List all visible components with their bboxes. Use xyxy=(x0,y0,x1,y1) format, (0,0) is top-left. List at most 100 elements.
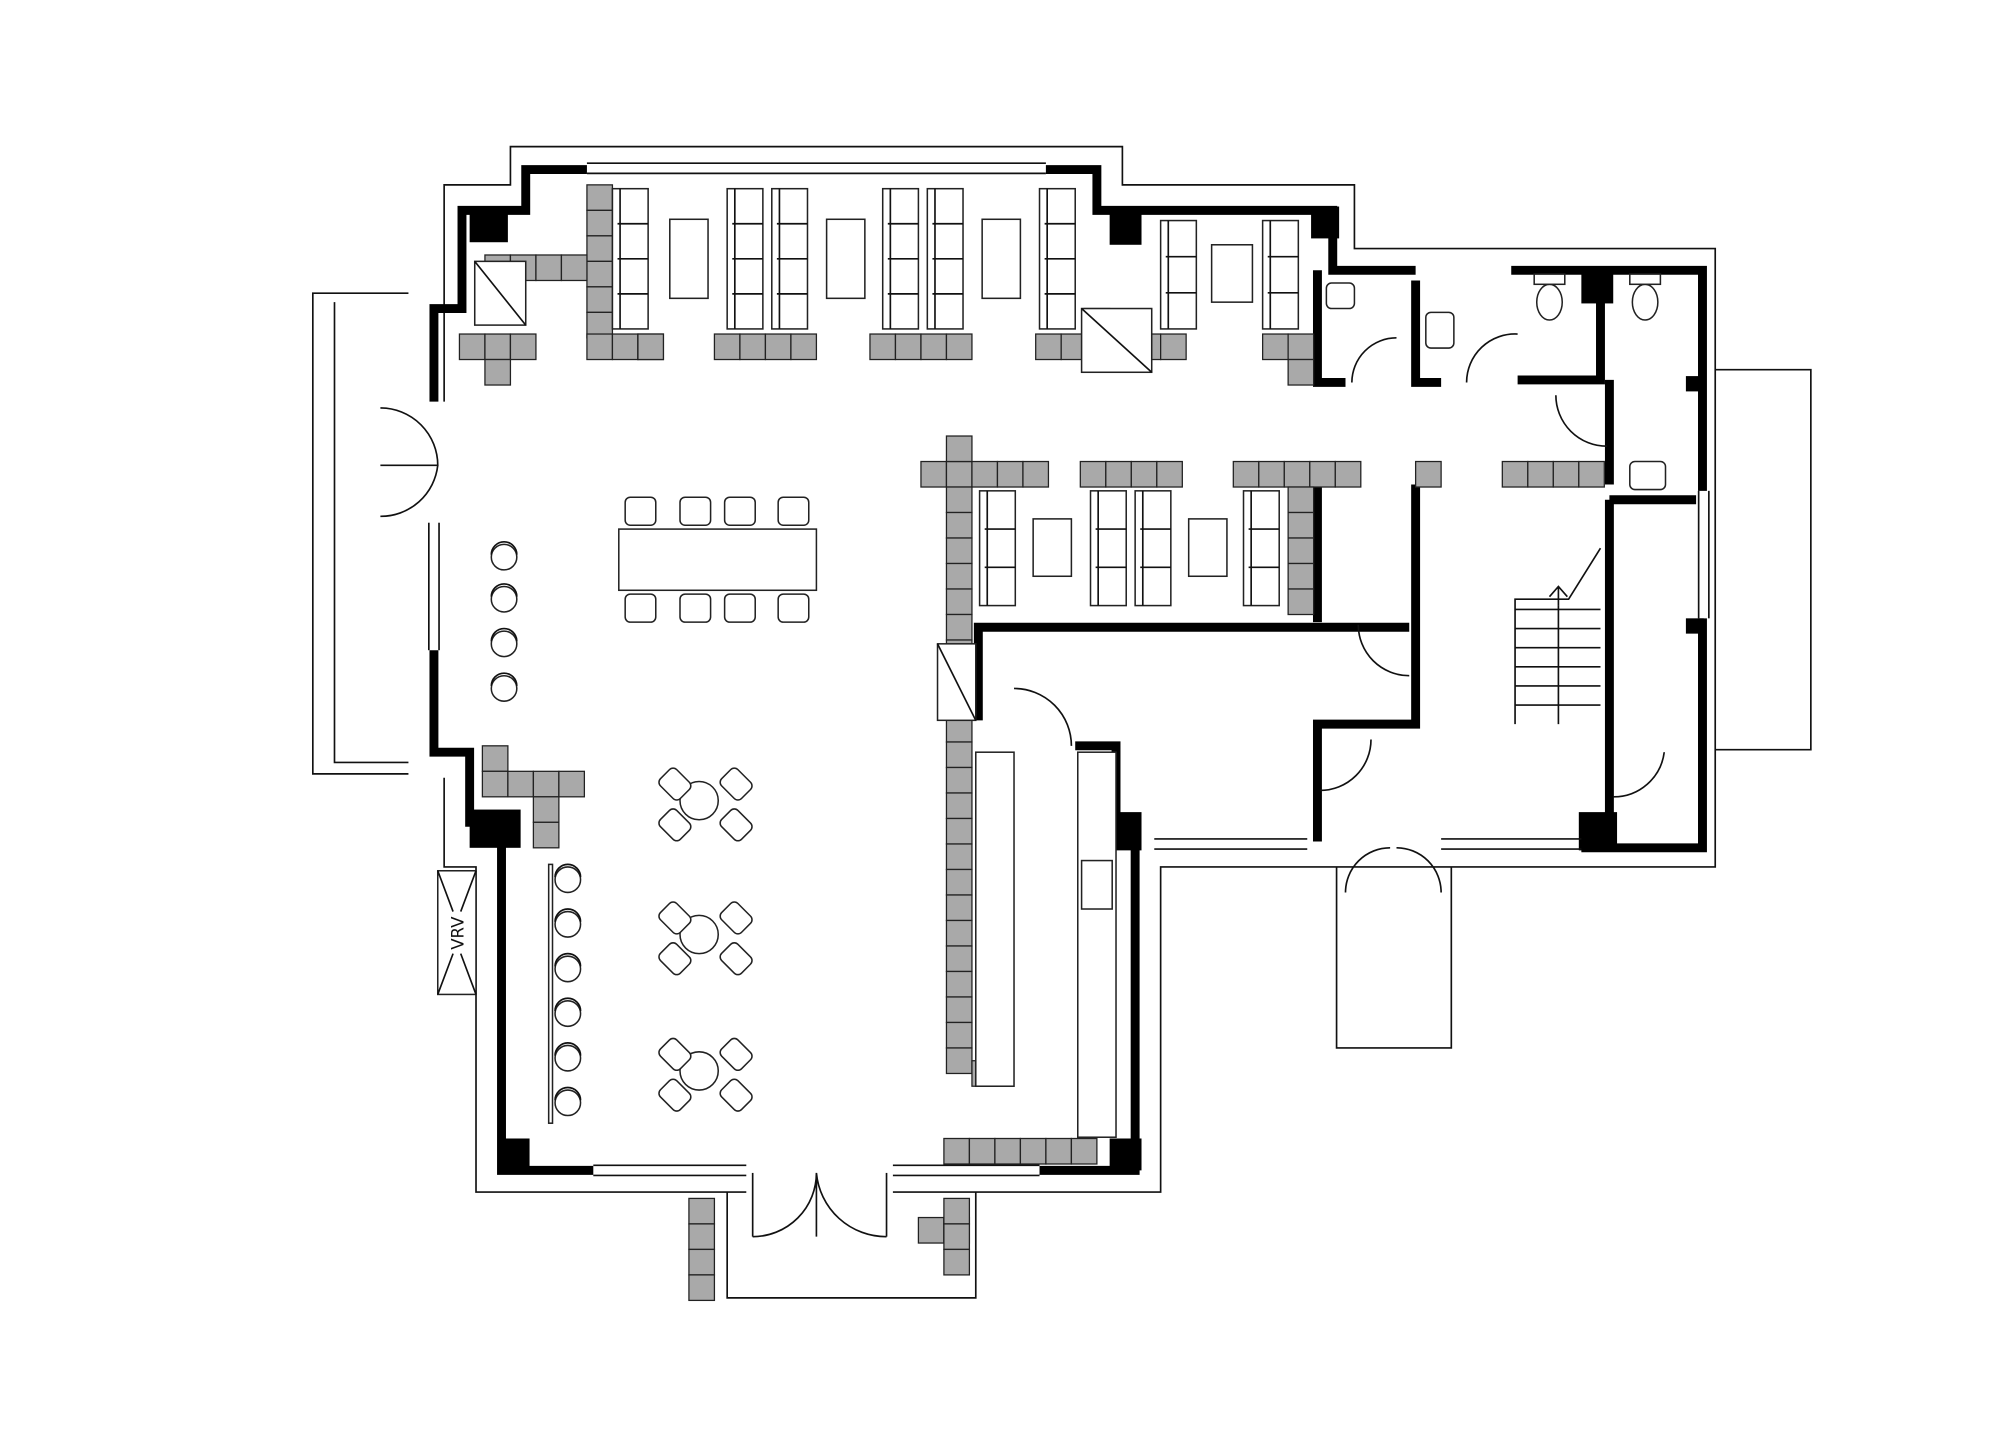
chair xyxy=(719,767,753,801)
tile xyxy=(1334,460,1362,488)
sofa xyxy=(1089,490,1127,607)
tile xyxy=(1130,460,1158,488)
tile xyxy=(1105,460,1132,488)
sink xyxy=(1080,859,1113,910)
chair xyxy=(658,1078,692,1112)
stool-back xyxy=(554,1086,582,1101)
stool-back xyxy=(554,863,582,878)
tile xyxy=(484,358,512,386)
bar-stool xyxy=(490,585,518,613)
coffee-table xyxy=(1210,244,1254,303)
tile xyxy=(945,588,973,616)
toilet-tank xyxy=(1629,273,1662,286)
tile xyxy=(1035,333,1062,361)
tile-blocks xyxy=(458,184,1605,1302)
tile xyxy=(1309,460,1336,488)
doors xyxy=(380,333,1666,1238)
chair xyxy=(658,901,692,935)
tile xyxy=(586,184,614,211)
toilet xyxy=(1631,283,1659,321)
tile xyxy=(1160,333,1187,361)
tile xyxy=(1287,333,1315,361)
tile xyxy=(586,260,614,288)
chair xyxy=(658,942,692,976)
tile xyxy=(945,970,973,998)
coffee-table xyxy=(825,218,866,300)
chair xyxy=(719,901,753,935)
tile xyxy=(586,235,614,262)
chair xyxy=(723,496,756,527)
tile xyxy=(920,333,948,361)
tile xyxy=(535,254,563,282)
tile xyxy=(790,333,818,361)
tile xyxy=(532,821,560,849)
tile xyxy=(586,209,614,237)
tile xyxy=(968,1137,996,1165)
tile xyxy=(945,613,973,641)
tile xyxy=(532,770,560,798)
tile xyxy=(509,333,537,361)
toilet-tank xyxy=(1533,273,1566,286)
bar-stool xyxy=(554,866,582,894)
tile xyxy=(688,1274,716,1302)
tile xyxy=(739,333,767,361)
sofa xyxy=(978,490,1017,607)
tile xyxy=(945,486,973,514)
tile xyxy=(764,333,792,361)
tile xyxy=(560,254,588,282)
sofa xyxy=(1242,490,1280,607)
stool-back xyxy=(554,908,582,922)
furniture xyxy=(473,187,1667,1138)
stool-back xyxy=(554,1042,582,1056)
tile xyxy=(1578,460,1605,488)
tile xyxy=(1414,460,1442,488)
tile xyxy=(945,511,973,539)
tile xyxy=(920,460,948,488)
chair xyxy=(719,808,753,842)
tile xyxy=(943,1137,971,1165)
tile xyxy=(586,333,614,361)
coffee-table xyxy=(981,218,1022,300)
sofa xyxy=(1261,219,1300,330)
round-table xyxy=(679,914,720,955)
washbasin xyxy=(1425,311,1455,349)
tile xyxy=(869,333,897,361)
tile xyxy=(484,333,512,361)
tile xyxy=(945,945,973,973)
tile xyxy=(994,1137,1022,1165)
tile xyxy=(1079,460,1107,488)
tile xyxy=(1283,460,1311,488)
tile xyxy=(532,796,560,823)
chair xyxy=(679,593,712,623)
tile xyxy=(1045,1137,1073,1165)
chair xyxy=(777,593,810,623)
bar-stool xyxy=(554,1000,582,1028)
sofa xyxy=(1134,490,1172,607)
tile xyxy=(945,1047,973,1075)
tile xyxy=(507,770,535,798)
bar-stool xyxy=(554,910,582,938)
stool-back xyxy=(554,997,582,1012)
outer-outline xyxy=(311,145,1812,1299)
tile xyxy=(1022,460,1050,488)
tile xyxy=(945,919,973,947)
tile xyxy=(943,1223,971,1251)
tile xyxy=(1287,562,1315,590)
tile xyxy=(945,894,973,922)
tile xyxy=(945,741,973,769)
toilet xyxy=(1535,283,1564,321)
tile xyxy=(688,1197,716,1225)
bar-stool xyxy=(490,543,518,571)
stool-back xyxy=(490,672,518,686)
bar-stool xyxy=(490,630,518,658)
stool-back xyxy=(490,627,518,642)
tile xyxy=(688,1248,716,1276)
chair xyxy=(719,942,753,976)
tile xyxy=(1501,460,1529,488)
tile xyxy=(1232,460,1260,488)
sofa xyxy=(1159,219,1198,330)
tile xyxy=(1261,333,1289,361)
tile xyxy=(945,817,973,845)
tile xyxy=(996,460,1024,488)
kitchen-counter xyxy=(1077,751,1117,1138)
